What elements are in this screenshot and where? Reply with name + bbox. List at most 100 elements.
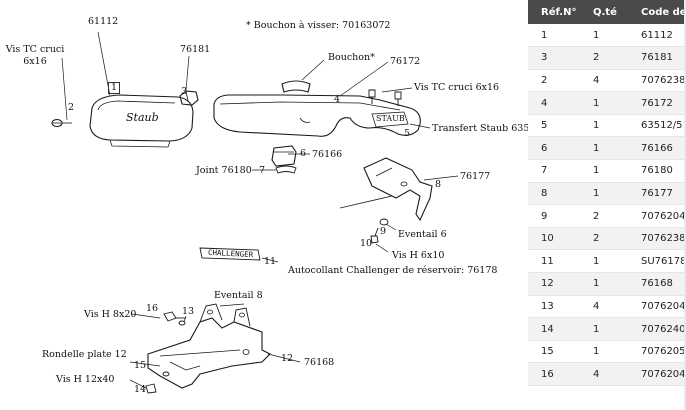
cell-code: 70762050 [628, 340, 686, 364]
header-ref[interactable]: Réf.N° [528, 0, 580, 24]
cell-code: SU76178 [628, 249, 686, 274]
callout-5: 5 [404, 128, 411, 139]
cell-code: 70762404 [628, 317, 686, 341]
cell-code: 70762386 [628, 227, 686, 251]
label-vis-tc-cruci-right: Vis TC cruci 6x16 [414, 82, 500, 93]
cell-ref: 7 [528, 159, 580, 183]
cell-code: 76177 [628, 182, 686, 206]
callout-10: 10 [360, 238, 373, 249]
cell-ref: 16 [528, 362, 580, 386]
challenger-sticker-text: CHALLENGER [207, 247, 254, 260]
table-row: 14170762404 [528, 317, 686, 341]
part-bracket-76177 [339, 157, 433, 222]
cell-ref: 11 [528, 249, 580, 274]
cell-qty: 1 [580, 24, 628, 48]
cell-ref: 3 [528, 46, 580, 70]
diagram-drawing [51, 31, 459, 394]
table-row: 10270762386 [528, 227, 686, 251]
part-cover-76172 [213, 94, 421, 137]
callout-14: 14 [134, 384, 147, 395]
cell-ref: 15 [528, 340, 580, 364]
table-row: 13470762046 [528, 295, 686, 319]
cell-qty: 1 [580, 136, 628, 161]
label-vis-tc-cruci-left: Vis TC cruci [5, 44, 65, 55]
staub-plate-text: STAUB [376, 114, 405, 123]
label-eventail-8: Eventail 8 [214, 290, 263, 301]
part-screw-2 [51, 118, 72, 128]
label-autocollant: Autocollant Challenger de réservoir: 761… [288, 265, 498, 276]
callout-12: 12 [281, 353, 294, 364]
cell-code: 70762040 [628, 204, 686, 228]
cell-qty: 2 [580, 46, 628, 70]
cell-qty: 4 [580, 295, 628, 319]
label-joint: Joint 76180 [196, 165, 252, 176]
label-rondelle: Rondelle plate 12 [42, 349, 127, 360]
cell-qty: 1 [580, 114, 628, 138]
bouchon-note: * Bouchon à visser: 70163072 [246, 20, 391, 31]
cell-code: 61112 [628, 24, 686, 48]
callout-11: 11 [264, 256, 277, 267]
cell-code: 70762046 [628, 295, 686, 319]
part-76166 [271, 145, 297, 167]
cell-code: 76180 [628, 159, 686, 183]
table-header-row: Réf.N° Q.té Code de l [528, 0, 686, 24]
callout-13: 13 [182, 306, 195, 317]
label-bouchon: Bouchon* [328, 52, 375, 63]
cell-qty: 2 [580, 204, 628, 228]
cell-qty: 4 [580, 69, 628, 93]
part-sticker-76178 [199, 247, 261, 261]
label-76168: 76168 [304, 357, 335, 368]
staub-logo-on-cover: Staub [126, 111, 159, 124]
cell-code: 76181 [628, 46, 686, 70]
cell-qty: 1 [580, 91, 628, 115]
cell-ref: 2 [528, 69, 580, 93]
part-cover-61112 [89, 94, 194, 148]
cell-code: 76172 [628, 91, 686, 115]
cell-ref: 10 [528, 227, 580, 251]
label-vis-h-6x10: Vis H 6x10 [392, 250, 445, 261]
callout-4: 4 [334, 94, 341, 105]
label-76172: 76172 [390, 56, 421, 67]
label-vis-h-8x20: Vis H 8x20 [84, 309, 137, 320]
part-baseplate-76168 [147, 303, 271, 389]
table-scroll-edge[interactable] [684, 0, 686, 410]
cell-qty: 1 [580, 317, 628, 341]
cell-qty: 1 [580, 272, 628, 296]
header-code[interactable]: Code de l [628, 0, 686, 24]
part-76181 [179, 90, 199, 106]
part-bouchon [281, 80, 311, 93]
cell-ref: 5 [528, 114, 580, 138]
table-row: 15170762050 [528, 340, 686, 364]
label-transfert-staub: Transfert Staub 63512/5 [432, 123, 551, 134]
header-qty[interactable]: Q.té [580, 0, 628, 24]
label-76181: 76181 [180, 44, 211, 55]
cell-code: 76166 [628, 136, 686, 161]
cell-qty: 1 [580, 182, 628, 206]
cell-code: 70762048 [628, 362, 686, 386]
callout-7: 7 [259, 165, 266, 176]
cell-code: 63512/5 [628, 114, 686, 138]
parts-9-10 [370, 218, 389, 244]
callout-6: 6 [300, 148, 307, 159]
table-row: 16470762048 [528, 362, 686, 386]
cell-ref: 9 [528, 204, 580, 228]
parts-13-16 [145, 311, 186, 394]
label-vis-h-12x40: Vis H 12x40 [56, 374, 115, 385]
cell-qty: 1 [580, 340, 628, 364]
callout-16: 16 [146, 303, 159, 314]
callout-2: 2 [68, 102, 75, 113]
callout-15: 15 [134, 360, 147, 371]
cell-ref: 13 [528, 295, 580, 319]
screws-top-right [368, 89, 402, 106]
callout-8: 8 [435, 179, 442, 190]
cell-ref: 6 [528, 136, 580, 161]
cell-code: 76168 [628, 272, 686, 296]
